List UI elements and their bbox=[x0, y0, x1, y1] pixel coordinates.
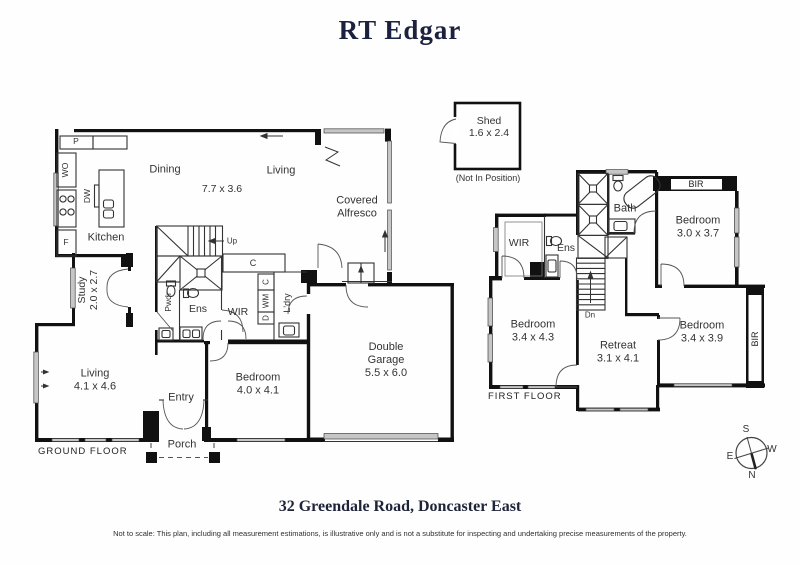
shed-note: (Not In Position) bbox=[455, 172, 521, 183]
brand-title: RT Edgar bbox=[338, 15, 462, 45]
compass-rose bbox=[734, 436, 769, 470]
dryer-label: D bbox=[261, 315, 271, 321]
bir-top-label: BIR bbox=[688, 178, 704, 189]
bedroom2-name: Bedroom bbox=[510, 318, 556, 331]
ground-floor-caption: GROUND FLOOR bbox=[38, 446, 128, 457]
ground-floor-arrows bbox=[41, 132, 389, 389]
bedroom3-dims: 3.4 x 3.9 bbox=[680, 332, 724, 344]
bedroom1-label: Bedroom 3.0 x 3.7 bbox=[676, 214, 721, 240]
garage-label: Double Garage 5.5 x 6.0 bbox=[361, 341, 411, 379]
wir-label: WIR bbox=[227, 305, 249, 318]
shed-name: Shed bbox=[476, 114, 502, 127]
ground-floor-doors bbox=[106, 243, 369, 430]
ens-label: Ens bbox=[188, 302, 208, 315]
stairs-dn-label: Dn bbox=[584, 310, 596, 320]
stairs-up-label: Up bbox=[226, 236, 238, 246]
dining-label: Dining bbox=[149, 163, 181, 176]
first-floor-interior bbox=[504, 172, 762, 381]
bir-right-label: BIR bbox=[749, 331, 760, 347]
bedroom1-name: Bedroom bbox=[675, 214, 721, 227]
shed-label: Shed 1.6 x 2.4 bbox=[469, 115, 509, 139]
first-floor-arrows bbox=[587, 270, 594, 303]
bedroom-g-dims: 4.0 x 4.1 bbox=[236, 384, 280, 396]
cupboard-small-label: C bbox=[261, 279, 271, 285]
washing-machine-label: WM bbox=[261, 293, 271, 309]
cupboard-hall-label: C bbox=[249, 257, 257, 268]
porch-label: Porch bbox=[167, 438, 197, 451]
ens-ff-label: Ens bbox=[556, 241, 576, 254]
powder-label: Pwdr bbox=[163, 292, 174, 312]
first-floor-windows bbox=[487, 169, 740, 412]
bedroom3-label: Bedroom 3.4 x 3.9 bbox=[680, 319, 725, 345]
shed-outline bbox=[439, 101, 522, 171]
compass-south: S bbox=[742, 424, 750, 436]
bedroom-g-label: Bedroom 4.0 x 4.1 bbox=[236, 371, 281, 397]
retreat-dims: 3.1 x 4.1 bbox=[596, 352, 640, 364]
garage-dims: 5.5 x 6.0 bbox=[364, 366, 408, 379]
bedroom3-name: Bedroom bbox=[679, 319, 725, 332]
study-label: Study 2.0 x 2.7 bbox=[76, 270, 100, 310]
living2-name: Living bbox=[80, 367, 110, 380]
first-floor-caption: FIRST FLOOR bbox=[488, 391, 562, 402]
address-title: 32 Greendale Road, Doncaster East bbox=[278, 498, 522, 515]
pantry-label: P bbox=[73, 136, 79, 147]
dining-living-dims: 7.7 x 3.6 bbox=[201, 182, 243, 195]
dishwasher-label: DW bbox=[82, 188, 93, 204]
porch-dashes bbox=[150, 443, 215, 459]
disclaimer-text: Not to scale: This plan, including all m… bbox=[113, 529, 687, 538]
bedroom2-label: Bedroom 3.4 x 4.3 bbox=[511, 318, 556, 344]
kitchen-label: Kitchen bbox=[87, 231, 125, 244]
living-open-label: Living bbox=[266, 164, 296, 177]
living2-dims: 4.1 x 4.6 bbox=[73, 380, 117, 392]
alfresco-label: Covered Alfresco bbox=[336, 194, 378, 219]
study-dims: 2.0 x 2.7 bbox=[88, 269, 100, 311]
ground-floor-windows bbox=[33, 128, 439, 442]
retreat-name: Retreat bbox=[599, 339, 637, 352]
wir-ff-label: WIR bbox=[508, 236, 530, 249]
bedroom1-dims: 3.0 x 3.7 bbox=[676, 227, 720, 239]
retreat-label: Retreat 3.1 x 4.1 bbox=[597, 339, 639, 365]
compass-west: W bbox=[767, 444, 777, 456]
compass-east: E bbox=[726, 451, 734, 463]
garage-name: Double Garage bbox=[367, 340, 405, 366]
bedroom2-dims: 3.4 x 4.3 bbox=[511, 331, 555, 343]
fridge-label: F bbox=[63, 237, 69, 248]
bedroom-g-name: Bedroom bbox=[235, 371, 281, 384]
first-floor-doors bbox=[501, 210, 685, 388]
entry-label: Entry bbox=[168, 391, 194, 404]
shed-dims: 1.6 x 2.4 bbox=[468, 127, 510, 139]
wall-oven-label: WO bbox=[60, 162, 71, 178]
laundry-label: L'dry bbox=[281, 293, 292, 313]
study-name: Study bbox=[75, 276, 88, 304]
living2-label: Living 4.1 x 4.6 bbox=[74, 367, 116, 393]
compass-north: N bbox=[748, 470, 756, 482]
bath-label: Bath bbox=[613, 202, 637, 215]
